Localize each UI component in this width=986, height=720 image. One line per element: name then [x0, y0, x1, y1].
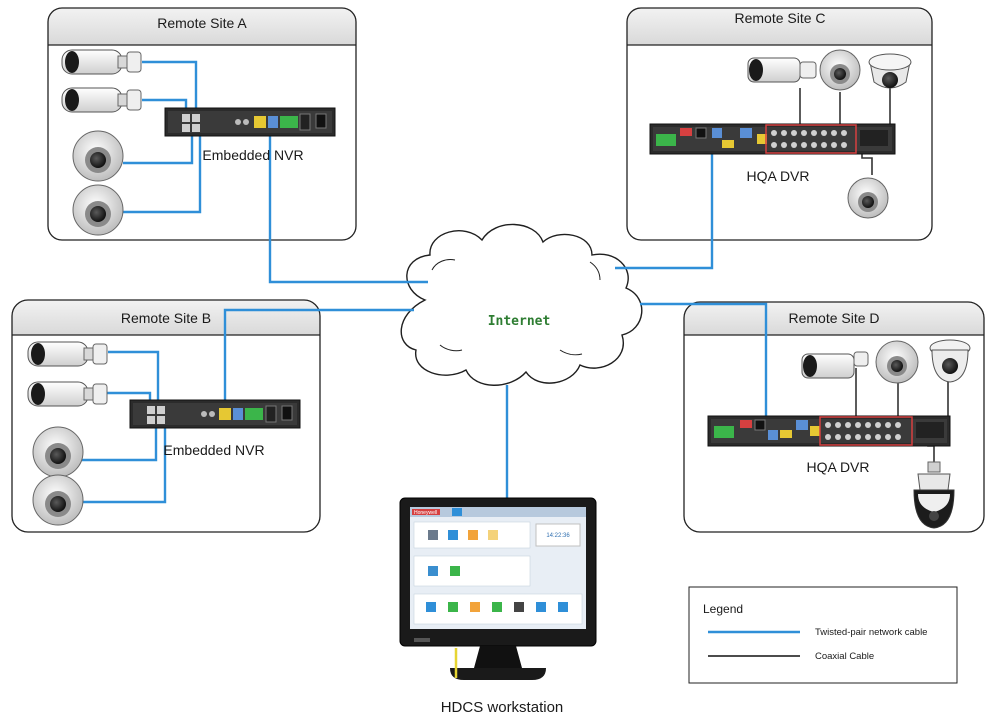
site-d-dome-camera: [875, 340, 919, 384]
site-c-dome-camera: [819, 49, 861, 91]
site-a-title: Remote Site A: [157, 15, 247, 31]
site-c-dome-camera-2: [847, 177, 889, 219]
site-a-bullet-camera-2: [61, 87, 142, 113]
site-c-title: Remote Site C: [734, 10, 825, 26]
site-d-turret-camera: [929, 339, 971, 383]
site-c-turret-camera: [868, 53, 912, 89]
site-a-nvr: [164, 107, 336, 137]
site-d-title: Remote Site D: [788, 310, 879, 326]
hdcs-workstation-monitor: Honeywell 14:22:36: [399, 497, 597, 647]
legend-item-network: Twisted-pair network cable: [815, 627, 927, 638]
screen-clock: 14:22:36: [546, 533, 570, 539]
legend-item-coax: Coaxial Cable: [815, 651, 874, 662]
hdcs-workstation-stand: [450, 646, 546, 680]
site-b-panel: Remote Site B: [11, 299, 321, 533]
screen-brand: Honeywell: [414, 510, 437, 516]
site-b-nvr: [129, 399, 301, 429]
site-c-bullet-camera: [747, 57, 817, 83]
site-a-panel: Remote Site A: [47, 7, 357, 241]
site-b-dome-camera-2: [32, 474, 84, 526]
site-c-recorder-label: HQA DVR: [746, 168, 809, 184]
site-a-dome-camera-2: [72, 184, 124, 236]
site-b-title: Remote Site B: [121, 310, 211, 326]
site-d-ptz-camera: [913, 461, 955, 529]
internet-label: Internet: [488, 314, 551, 329]
site-a-recorder-label: Embedded NVR: [202, 147, 303, 163]
site-b-bullet-camera-1: [27, 341, 108, 367]
site-d-panel: Remote Site D: [683, 301, 985, 533]
site-d-recorder-label: HQA DVR: [806, 459, 869, 475]
site-d-hqa-dvr: [707, 415, 951, 447]
site-c-hqa-dvr: [649, 123, 896, 155]
site-d-bullet-camera: [801, 351, 869, 379]
internet-cloud: Internet: [400, 223, 643, 386]
legend: Legend Twisted-pair network cable Coaxia…: [688, 586, 958, 684]
site-b-bullet-camera-2: [27, 381, 108, 407]
site-b-dome-camera-1: [32, 426, 84, 478]
workstation-label: HDCS workstation: [441, 699, 564, 716]
legend-title: Legend: [703, 602, 743, 616]
site-b-recorder-label: Embedded NVR: [163, 442, 264, 458]
site-c-panel: Remote Site C: [626, 7, 933, 241]
site-a-bullet-camera-1: [61, 49, 142, 75]
site-a-dome-camera-1: [72, 130, 124, 182]
